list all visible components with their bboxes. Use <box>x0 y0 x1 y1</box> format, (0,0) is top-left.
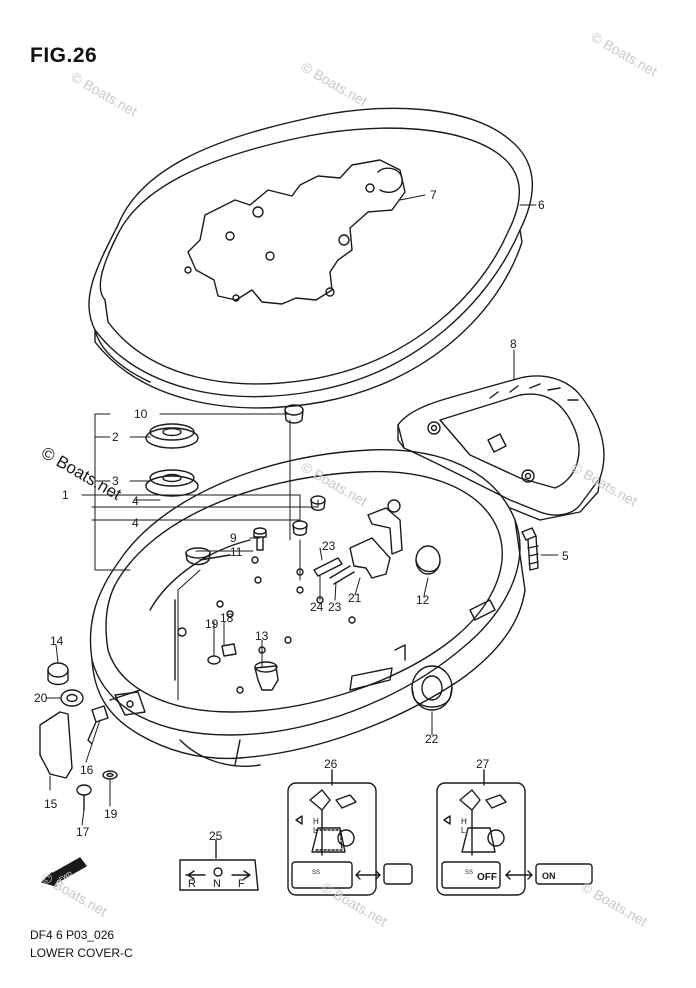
watermark-1: © Boats.net <box>299 59 371 110</box>
watermark-4: © Boats.net <box>299 459 371 510</box>
grommet-20 <box>60 689 84 707</box>
watermark-2: © Boats.net <box>589 29 661 80</box>
gasket-plate-part <box>184 159 406 305</box>
callout-26: 26 <box>324 757 338 771</box>
on-label: ON <box>542 871 556 881</box>
figure-caption: LOWER COVER-C <box>30 946 133 960</box>
callout-3: 3 <box>112 474 119 488</box>
callout-21: 21 <box>348 591 362 605</box>
grommet-22 <box>411 665 453 711</box>
watermark-3: © Boats.net <box>69 69 141 120</box>
watermark-5: © Boats.net <box>569 459 641 510</box>
ss-label-27: SS <box>465 870 473 876</box>
callout-16: 16 <box>80 763 94 777</box>
lid-15 <box>39 711 73 779</box>
callout-19a: 19 <box>205 617 219 631</box>
bracket-21 <box>349 499 403 579</box>
gasket-seal-part <box>88 107 533 409</box>
grommet-11 <box>185 547 211 566</box>
gauge-label-l-27: L <box>461 826 466 835</box>
clip-23-24 <box>313 557 355 585</box>
callout-13: 13 <box>255 629 269 643</box>
fwd-arrow <box>41 857 87 887</box>
callout-10: 5 <box>562 549 569 563</box>
grommet-14 <box>47 662 69 686</box>
watermark-6: © Boats.net <box>319 879 391 930</box>
leader-lines <box>45 194 559 826</box>
callout-4b: 4 <box>132 516 139 530</box>
callout-7: 7 <box>430 188 437 202</box>
callout-9: 9 <box>230 531 237 545</box>
callout-11: 11 <box>230 545 243 559</box>
callout-14: 14 <box>50 634 64 648</box>
decal-27 <box>436 769 593 896</box>
knob-12 <box>415 545 441 575</box>
callout-4a: 4 <box>132 494 139 508</box>
callout-8: 8 <box>510 337 517 351</box>
grommet-2 <box>145 423 199 449</box>
bolt-10 <box>521 527 539 571</box>
callout-19b: 19 <box>104 807 118 821</box>
callout-22: 22 <box>425 732 439 746</box>
figure-title: FIG.26 <box>30 44 98 67</box>
lower-cover-body <box>89 449 526 767</box>
callout-5: 10 <box>134 407 148 421</box>
watermark-8: © Boats.net <box>39 869 111 920</box>
grommet-3 <box>145 469 199 497</box>
callout-1: 1 <box>62 488 69 502</box>
plug-4 <box>292 495 326 536</box>
callout-20: 20 <box>34 691 48 705</box>
watermark-7: © Boats.net <box>579 879 651 930</box>
plug-5 <box>284 404 304 424</box>
shift-decal-25 <box>179 839 259 891</box>
ss-label-26: SS <box>312 870 320 876</box>
washer-18-19 <box>207 643 237 665</box>
callout-23a: 23 <box>322 539 336 553</box>
figure-code: DF4 6 P03_026 <box>30 928 115 942</box>
callout-27: 27 <box>476 757 490 771</box>
latch-16 <box>87 705 109 745</box>
bolt-9 <box>253 527 267 551</box>
callout-17: 17 <box>76 825 90 839</box>
handle-part <box>397 375 605 521</box>
off-label: OFF <box>477 872 497 883</box>
callout-15: 15 <box>44 797 58 811</box>
shift-label-f: F <box>238 878 245 890</box>
callout-24: 24 <box>310 600 324 614</box>
shift-label-n: N <box>213 878 221 890</box>
gauge-label-l-26: L <box>313 826 318 835</box>
cap-13 <box>254 661 279 691</box>
gauge-label-h-27: H <box>461 817 467 826</box>
callout-6: 6 <box>538 198 545 212</box>
shift-label-r: R <box>188 878 196 890</box>
gauge-label-h-26: H <box>313 817 319 826</box>
screw-17 <box>76 784 92 811</box>
washer-19b <box>102 770 118 780</box>
callout-2: 2 <box>112 430 119 444</box>
decal-26 <box>287 769 413 896</box>
callout-12: 12 <box>416 593 430 607</box>
callout-18: 18 <box>220 611 234 625</box>
callout-23b: 23 <box>328 600 342 614</box>
callout-25: 25 <box>209 829 223 843</box>
